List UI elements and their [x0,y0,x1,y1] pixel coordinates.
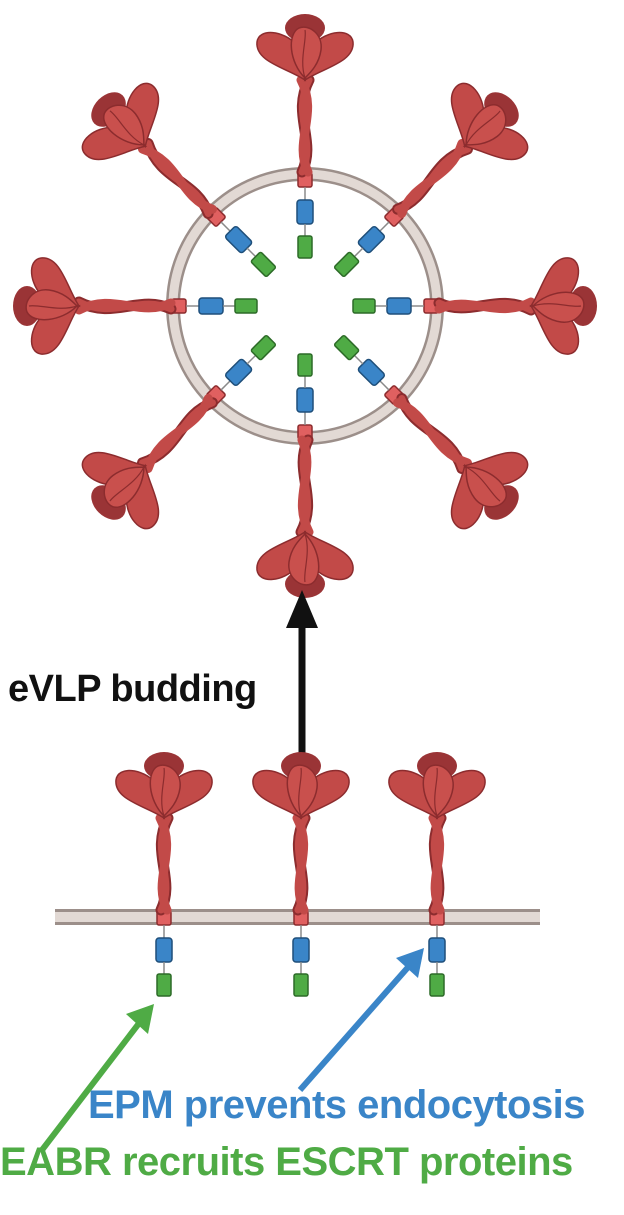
vesicle-spikes [13,14,597,598]
budding-arrow [286,590,318,765]
epm-label: EPM prevents endocytosis [88,1083,586,1127]
epm-arrow [297,948,424,1092]
budding-label: eVLP budding [8,668,257,710]
eabr-label: EABR recruits ESCRT proteins [0,1140,573,1184]
vesicle-spike-bottom [257,353,353,598]
membrane-spike-1 [116,752,212,997]
membrane-spikes [116,752,485,997]
vesicle-spike-top [257,14,353,259]
vesicle-spike-left [13,258,258,354]
membrane-spike-2 [253,752,349,997]
eabr-arrow [39,1004,154,1152]
vesicle-spike-right [352,258,597,354]
